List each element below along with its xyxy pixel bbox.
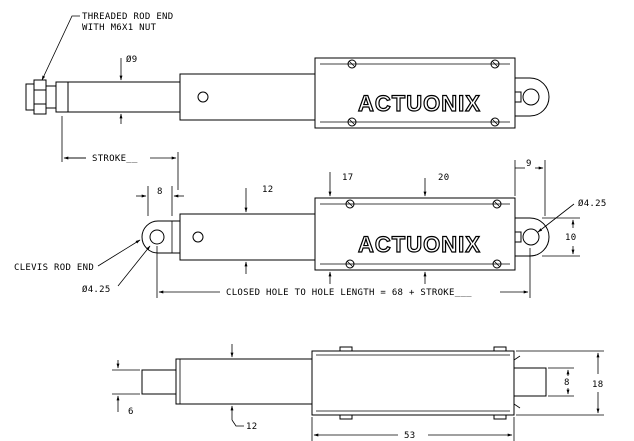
middle-rear-hole [522, 228, 540, 246]
screw-icon [347, 117, 357, 127]
dim-hole-right: Ø4.25 [578, 198, 607, 209]
front-clevis [141, 220, 180, 254]
screw-icon [490, 59, 500, 69]
top-rear-hole [522, 88, 540, 106]
rod-diameter-label: Ø9 [126, 54, 137, 65]
screw-icon [490, 117, 500, 127]
bottom-rear-tab [513, 367, 547, 397]
dim-9: 9 [526, 159, 532, 169]
screw-icon [492, 259, 502, 269]
middle-rear-clevis [515, 217, 550, 257]
stroke-label: STROKE__ [92, 154, 138, 164]
m6-nut [25, 79, 57, 115]
middle-inner-tube [179, 213, 316, 261]
threaded-rod-callout-line1: THREADED ROD END [82, 12, 174, 22]
screw-icon [492, 199, 502, 209]
screw-icon [345, 199, 355, 209]
bottom-inner-tube [175, 358, 313, 405]
bottom-housing [311, 350, 515, 416]
dim-6: 6 [128, 407, 134, 417]
dim-12-middle: 12 [262, 185, 273, 195]
top-view: ACTUONIX THREADED ROD END WITH M6X1 NUT … [25, 12, 550, 190]
bottom-view: 6 12 8 18 53 [112, 344, 604, 441]
brand-logo-top: ACTUONIX [358, 91, 481, 116]
bottom-rod-end [141, 369, 177, 395]
middle-view: ACTUONIX 8 12 17 20 9 Ø4.25 [14, 159, 607, 298]
threaded-rod-callout-line2: WITH M6X1 NUT [82, 23, 157, 33]
brand-logo-middle: ACTUONIX [358, 232, 481, 257]
top-rod [67, 81, 181, 113]
dim-20: 20 [438, 173, 449, 183]
top-tube-hole [197, 91, 209, 103]
dim-hole-left: Ø4.25 [82, 284, 111, 295]
dim-12-bottom: 12 [246, 422, 257, 432]
dim-10: 10 [565, 233, 576, 243]
dim-8-middle: 8 [157, 187, 163, 197]
top-inner-tube [179, 73, 316, 121]
screw-icon [347, 59, 357, 69]
dim-18: 18 [592, 380, 603, 390]
closed-length-label: CLOSED HOLE TO HOLE LENGTH = 68 + STROKE… [226, 288, 472, 298]
threaded-rod-end [55, 81, 69, 113]
clevis-rod-end-label: CLEVIS ROD END [14, 263, 94, 273]
middle-tube-hole [192, 231, 204, 243]
screw-icon [345, 259, 355, 269]
dim-17: 17 [342, 173, 353, 183]
dim-8-bottom: 8 [564, 378, 570, 388]
front-clevis-hole [149, 229, 165, 245]
dim-53: 53 [404, 431, 415, 441]
top-rear-clevis [515, 77, 550, 117]
